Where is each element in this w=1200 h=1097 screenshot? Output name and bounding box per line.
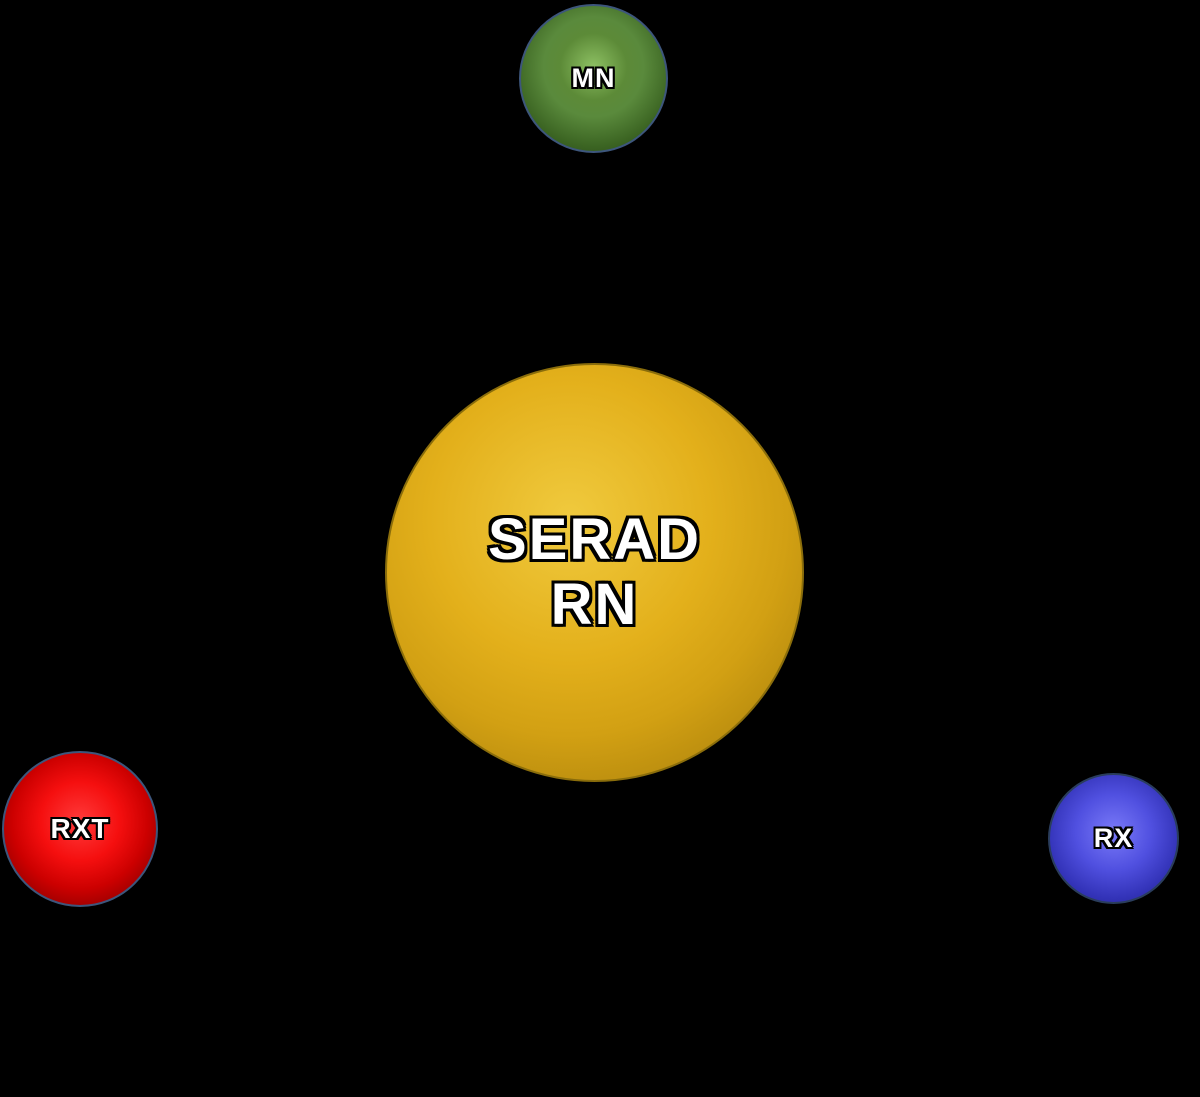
node-serad-rn-label-line1: SERAD	[487, 506, 702, 572]
node-rx[interactable]: RX	[1048, 773, 1179, 904]
node-rx-label: RX	[1093, 823, 1134, 853]
node-rxt[interactable]: RXT	[2, 751, 158, 907]
node-serad-rn[interactable]: SERAD RN	[385, 363, 804, 782]
node-serad-rn-label-line2: RN	[550, 571, 639, 637]
node-mn[interactable]: MN	[519, 4, 668, 153]
node-mn-label: MN	[571, 63, 616, 93]
node-rxt-label: RXT	[50, 813, 110, 844]
